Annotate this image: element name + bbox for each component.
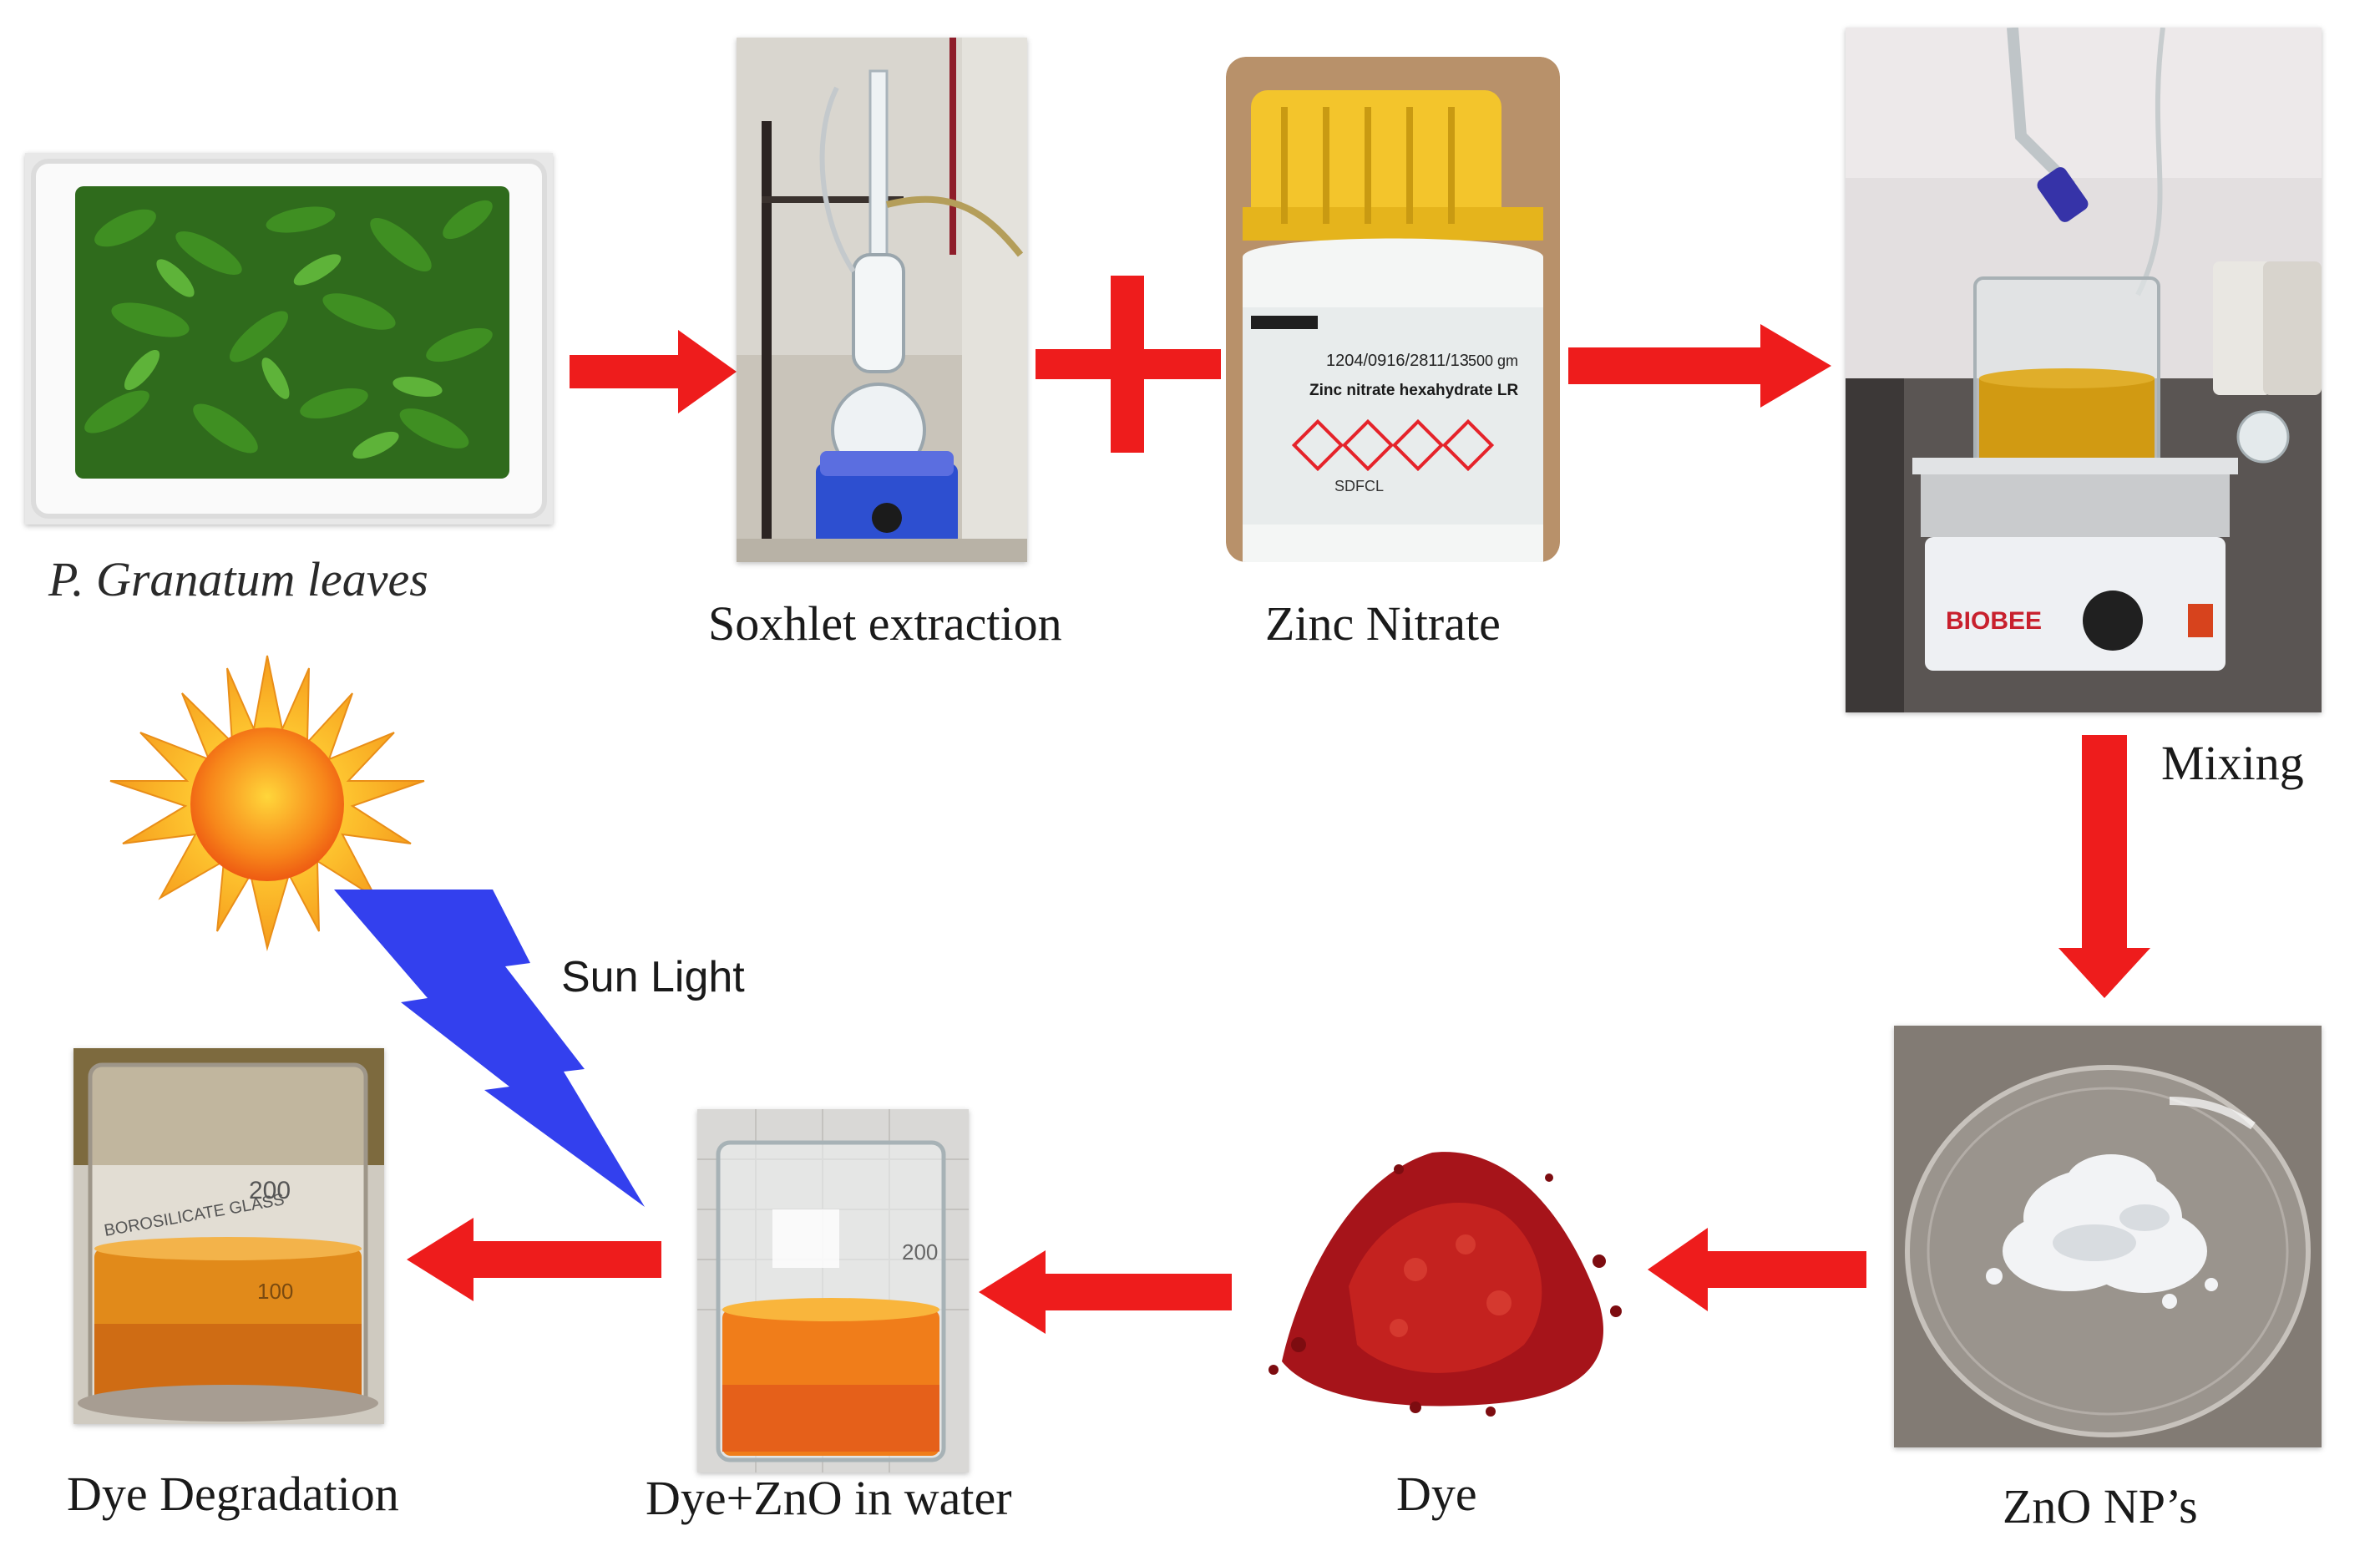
plus-icon	[1036, 276, 1221, 453]
arrow-left-icon	[407, 1218, 661, 1301]
leaves-label: P. Granatum leaves	[48, 552, 428, 606]
sun-icon	[109, 655, 425, 951]
lightning-bolt-icon	[334, 890, 645, 1207]
stirrer-brand: BIOBEE	[1946, 607, 2042, 635]
degradation-photo: BOROSILICATE GLASS 200 100	[73, 1048, 384, 1424]
dye-photo	[1248, 1119, 1628, 1428]
degradation-label: Dye Degradation	[67, 1467, 399, 1521]
dye-zno-photo: 200	[697, 1109, 969, 1472]
zno-photo	[1894, 1026, 2322, 1447]
arrow-left-icon	[979, 1250, 1232, 1334]
dye-zno-label: Dye+ZnO in water	[646, 1471, 1012, 1525]
soxhlet-photo	[737, 38, 1027, 562]
dye-zno-beaker-mark: 200	[902, 1239, 938, 1265]
mixing-label: Mixing	[2161, 736, 2304, 790]
sun-light-label: Sun Light	[561, 953, 745, 1001]
dye-label: Dye	[1396, 1467, 1477, 1521]
zinc-nitrate-photo: 1204/0916/2811/13 500 gm Zinc nitrate he…	[1226, 57, 1560, 562]
zno-label: ZnO NP’s	[2003, 1479, 2198, 1533]
degradation-beaker-mark-200: 200	[249, 1177, 291, 1204]
degradation-beaker-mark-100: 100	[257, 1279, 293, 1304]
arrow-right-icon	[1568, 324, 1831, 408]
soxhlet-label: Soxhlet extraction	[708, 596, 1062, 651]
bottle-weight: 500 gm	[1468, 352, 1518, 369]
arrow-left-icon	[1648, 1228, 1866, 1311]
mixing-photo: BIOBEE	[1846, 28, 2322, 712]
arrow-right-icon	[570, 330, 737, 413]
leaves-photo	[25, 153, 553, 525]
bottle-brand: SDFCL	[1334, 478, 1384, 494]
bottle-product-name: Zinc nitrate hexahydrate LR	[1309, 382, 1519, 399]
zinc-nitrate-label: Zinc Nitrate	[1265, 596, 1501, 651]
bottle-lot-number: 1204/0916/2811/13	[1326, 352, 1469, 370]
arrow-down-icon	[2058, 735, 2150, 998]
